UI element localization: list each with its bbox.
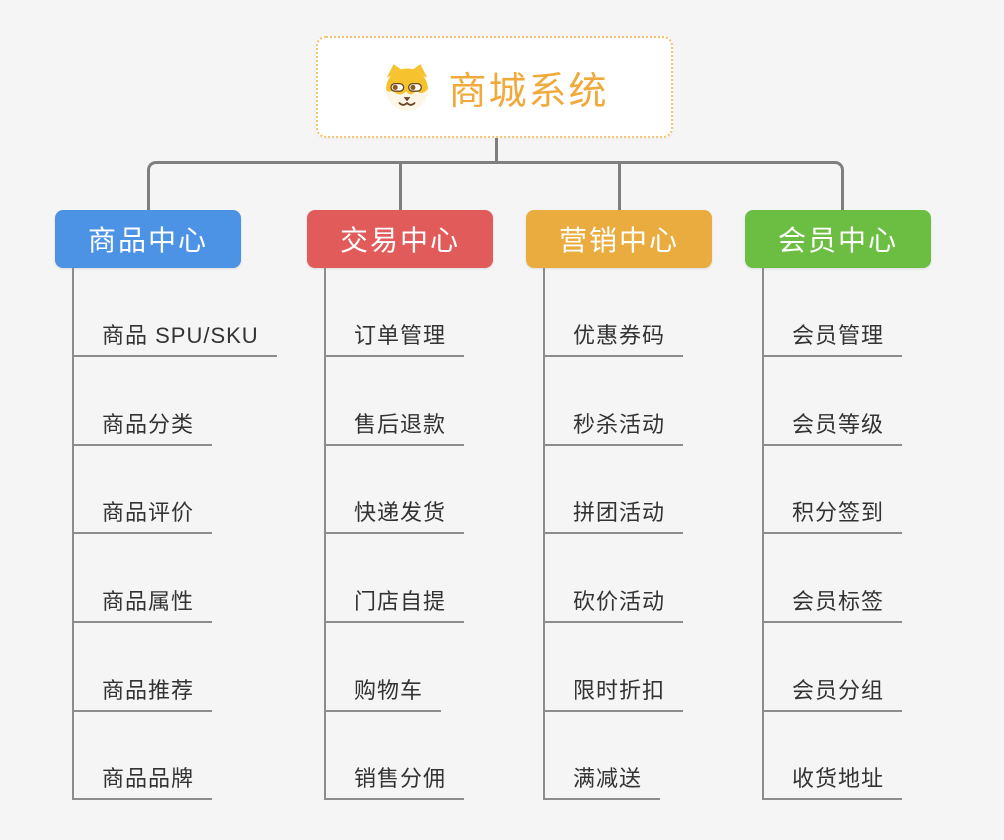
leaf-node[interactable]: 销售分佣 (324, 759, 465, 800)
leaf-node[interactable]: 会员等级 (762, 405, 903, 446)
leaf-label: 售后退款 (354, 412, 447, 437)
leaf-label: 商品评价 (102, 500, 195, 525)
leaf-node[interactable]: 限时折扣 (543, 671, 684, 712)
leaf-node[interactable]: 商品分类 (72, 405, 213, 446)
leaf-label: 砍价活动 (573, 589, 666, 614)
leaf-label: 商品推荐 (102, 678, 195, 703)
leaf-node[interactable]: 会员标签 (762, 582, 903, 623)
leaf-label: 门店自提 (354, 589, 447, 614)
branch-header-0[interactable]: 商品中心 (55, 210, 241, 268)
root-title: 商城系统 (448, 70, 609, 113)
leaf-node[interactable]: 拼团活动 (543, 493, 684, 534)
leaf-node[interactable]: 售后退款 (324, 405, 465, 446)
leaf-node[interactable]: 商品品牌 (72, 759, 213, 800)
leaf-node[interactable]: 商品属性 (72, 582, 213, 623)
leaf-label: 会员管理 (792, 323, 885, 348)
leaf-node[interactable]: 商品评价 (72, 493, 213, 534)
connector-branch-spine (324, 268, 326, 800)
leaf-label: 商品 SPU/SKU (102, 323, 259, 348)
leaf-label: 秒杀活动 (573, 412, 666, 437)
leaf-node[interactable]: 门店自提 (324, 582, 465, 623)
leaf-label: 商品属性 (102, 589, 195, 614)
leaf-label: 拼团活动 (573, 500, 666, 525)
leaf-label: 购物车 (354, 678, 424, 703)
leaf-node[interactable]: 订单管理 (324, 316, 465, 357)
branch-label: 商品中心 (87, 225, 208, 256)
leaf-node[interactable]: 商品推荐 (72, 671, 213, 712)
leaf-node[interactable]: 满减送 (543, 759, 661, 800)
connector-elbow-left (147, 161, 184, 213)
leaf-label: 销售分佣 (354, 766, 447, 791)
branch-header-3[interactable]: 会员中心 (745, 210, 931, 268)
connector-elbow-right (807, 161, 844, 213)
branch-header-1[interactable]: 交易中心 (307, 210, 493, 268)
leaf-label: 商品品牌 (102, 766, 195, 791)
connector-branch-drop (618, 161, 621, 210)
shiba-dog-icon (380, 62, 434, 112)
leaf-label: 会员分组 (792, 678, 885, 703)
connector-branch-drop (399, 161, 402, 210)
leaf-node[interactable]: 优惠券码 (543, 316, 684, 357)
leaf-label: 限时折扣 (573, 678, 666, 703)
leaf-node[interactable]: 会员分组 (762, 671, 903, 712)
connector-root-drop (495, 136, 498, 164)
connector-branch-spine (72, 268, 74, 800)
leaf-label: 商品分类 (102, 412, 195, 437)
branch-label: 交易中心 (339, 225, 460, 256)
leaf-node[interactable]: 砍价活动 (543, 582, 684, 623)
connector-horizontal-line (170, 161, 820, 164)
leaf-node[interactable]: 购物车 (324, 671, 442, 712)
root-node[interactable]: 商城系统 (316, 36, 673, 138)
connector-branch-spine (762, 268, 764, 800)
leaf-node[interactable]: 商品 SPU/SKU (72, 316, 277, 357)
branch-label: 会员中心 (777, 225, 898, 256)
leaf-label: 会员标签 (792, 589, 885, 614)
branch-header-2[interactable]: 营销中心 (526, 210, 712, 268)
leaf-label: 订单管理 (354, 323, 447, 348)
leaf-label: 快递发货 (354, 500, 447, 525)
leaf-label: 积分签到 (792, 500, 885, 525)
leaf-label: 优惠券码 (573, 323, 666, 348)
branch-label: 营销中心 (558, 225, 679, 256)
connector-branch-spine (543, 268, 545, 800)
leaf-label: 满减送 (573, 766, 643, 791)
leaf-node[interactable]: 收货地址 (762, 759, 903, 800)
leaf-node[interactable]: 秒杀活动 (543, 405, 684, 446)
leaf-label: 收货地址 (792, 766, 885, 791)
leaf-node[interactable]: 积分签到 (762, 493, 903, 534)
leaf-node[interactable]: 快递发货 (324, 493, 465, 534)
leaf-label: 会员等级 (792, 412, 885, 437)
leaf-node[interactable]: 会员管理 (762, 316, 903, 357)
